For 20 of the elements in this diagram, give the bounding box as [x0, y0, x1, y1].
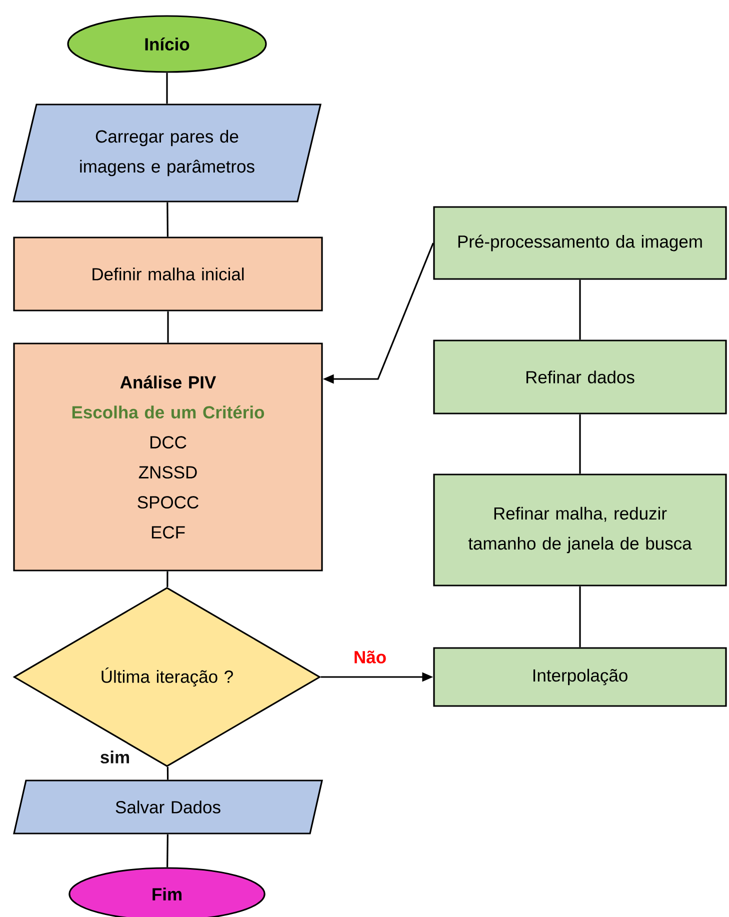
connector-line: [166, 72, 168, 104]
start-oval: Início: [67, 15, 267, 73]
connector-line: [167, 311, 169, 343]
connector-line: [579, 414, 581, 474]
process-box: Refinar dados: [433, 340, 727, 414]
process-box: Definir malha inicial: [13, 236, 323, 312]
process-box: Interpolação: [433, 647, 727, 707]
connector-line: [579, 280, 581, 340]
end-oval: Fim: [68, 867, 266, 917]
edge-label: sim: [100, 750, 129, 764]
connector-line: [579, 586, 581, 648]
connector-line: [166, 766, 169, 780]
process-box: Refinar malha, reduzir tamanho de janela de busca: [433, 474, 727, 586]
connector-line: [166, 834, 168, 868]
output-parallelogram: Salvar Dados: [13, 780, 323, 834]
process-box: Pré-processamento da imagem: [433, 206, 727, 280]
connector-line: [166, 202, 168, 237]
process-box: Análise PIV Escolha de um Critério DCC ZNSSD SPOCC ECF: [13, 342, 323, 572]
connector-line: [166, 571, 168, 587]
edge-label: Não: [354, 650, 386, 664]
